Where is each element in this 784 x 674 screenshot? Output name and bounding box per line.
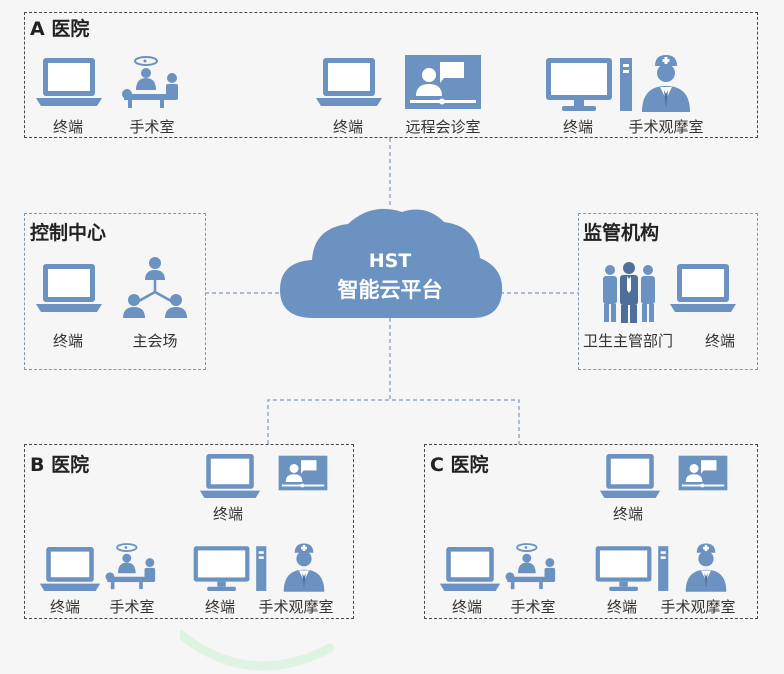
desktop-icon — [544, 56, 634, 114]
observation-room-label: 手术观摩室 — [258, 598, 334, 616]
decorative-arc — [180, 630, 335, 671]
terminal-label: 终端 — [562, 118, 594, 136]
network-people-icon — [122, 256, 188, 320]
operating-room-icon — [118, 56, 188, 110]
terminal-label: 终端 — [52, 118, 84, 136]
observation-room-label: 手术观摩室 — [660, 598, 736, 616]
video-consult-icon — [678, 452, 728, 494]
terminal-label: 终端 — [332, 118, 364, 136]
cloud-title: HST — [368, 250, 412, 272]
surgeon-icon — [640, 54, 692, 114]
hospital-c-panel — [424, 444, 758, 619]
video-consult-icon — [278, 452, 328, 494]
terminal-label: 终端 — [612, 505, 644, 523]
laptop-icon — [38, 545, 102, 593]
desktop-icon — [594, 544, 670, 594]
supervision-title: 监管机构 — [583, 222, 660, 244]
laptop-icon — [198, 452, 262, 500]
operating-room-label: 手术室 — [109, 598, 155, 616]
terminal-label: 终端 — [451, 598, 483, 616]
officials-icon — [600, 262, 658, 324]
observation-room-label: 手术观摩室 — [628, 118, 704, 136]
operating-room-icon — [102, 543, 164, 591]
health-dept-label: 卫生主管部门 — [582, 332, 674, 350]
cloud-icon — [276, 202, 506, 322]
hospital-a-panel — [24, 12, 758, 138]
laptop-icon — [34, 56, 104, 108]
laptop-icon — [668, 262, 738, 314]
remote-consult-label: 远程会诊室 — [405, 118, 481, 136]
control-center-panel — [24, 213, 206, 370]
surgeon-icon — [684, 542, 728, 594]
laptop-icon — [34, 262, 104, 314]
terminal-label: 终端 — [606, 598, 638, 616]
operating-room-label: 手术室 — [510, 598, 556, 616]
hospital-b-panel — [24, 444, 354, 619]
hospital-a-title: A 医院 — [30, 18, 90, 40]
main-venue-label: 主会场 — [132, 332, 178, 350]
hospital-b-title: B 医院 — [30, 454, 90, 476]
terminal-label: 终端 — [212, 505, 244, 523]
laptop-icon — [314, 56, 384, 108]
laptop-icon — [598, 452, 662, 500]
operating-room-icon — [502, 543, 564, 591]
supervision-panel — [578, 213, 758, 370]
laptop-icon — [438, 545, 502, 593]
terminal-label: 终端 — [704, 332, 736, 350]
control-center-title: 控制中心 — [30, 222, 107, 244]
terminal-label: 终端 — [52, 332, 84, 350]
terminal-label: 终端 — [204, 598, 236, 616]
terminal-label: 终端 — [49, 598, 81, 616]
operating-room-label: 手术室 — [129, 118, 175, 136]
surgeon-icon — [282, 542, 326, 594]
cloud-subtitle: 智能云平台 — [337, 278, 443, 302]
video-consult-icon — [404, 54, 482, 110]
desktop-icon — [192, 544, 268, 594]
hospital-c-title: C 医院 — [430, 454, 489, 476]
